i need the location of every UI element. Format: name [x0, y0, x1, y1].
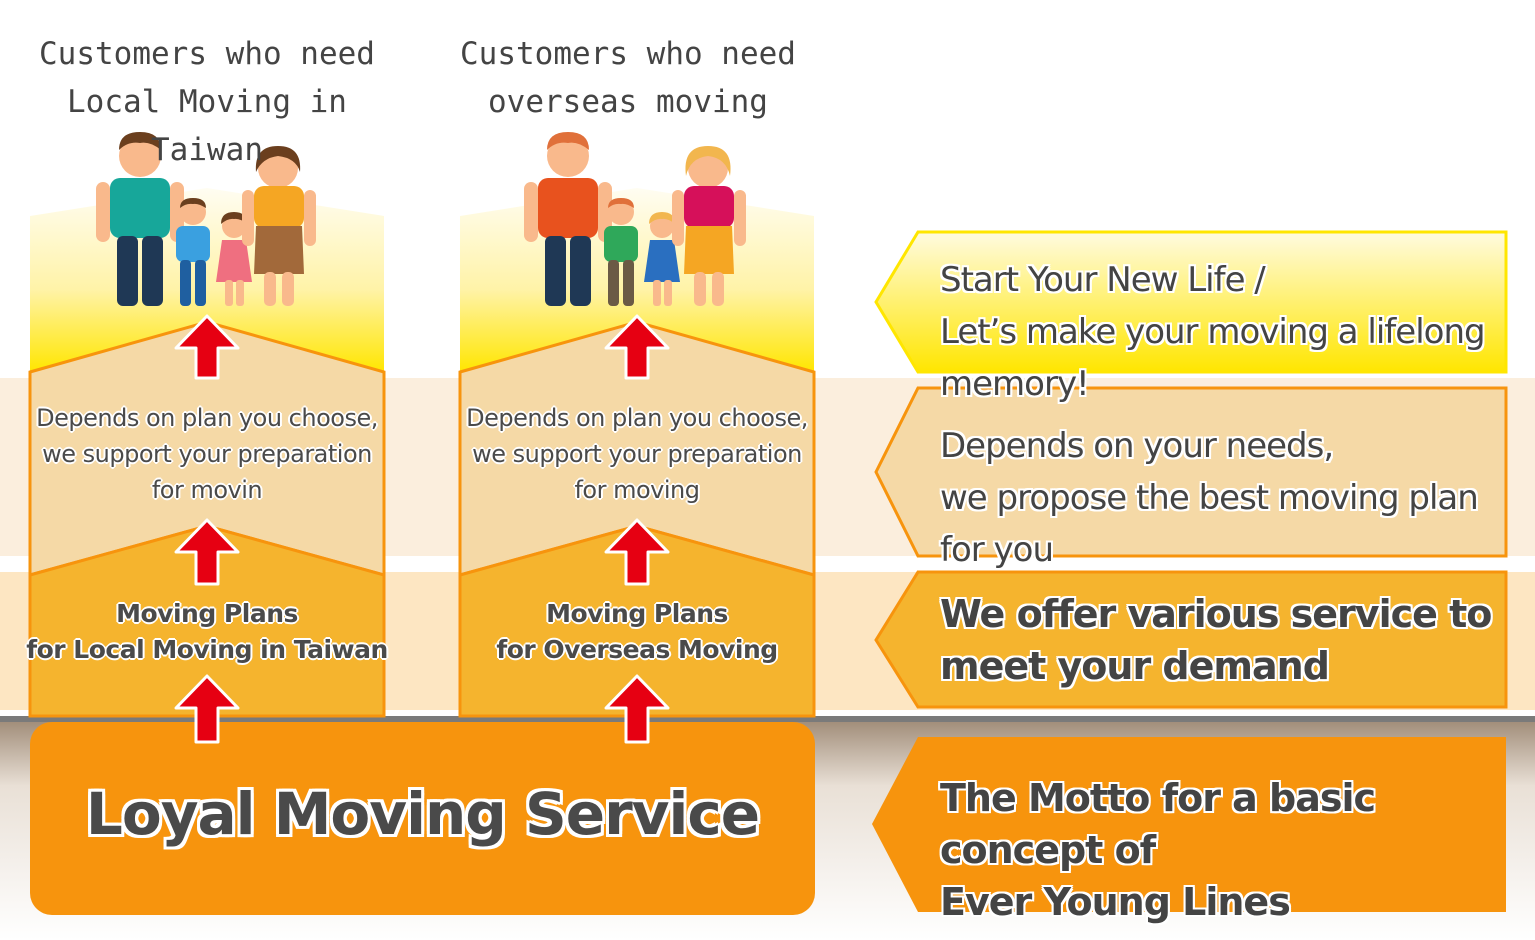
up-arrow-icon — [604, 518, 670, 586]
text-line: for Local Moving in Taiwan — [26, 635, 388, 664]
column-overseas — [458, 188, 816, 718]
title-line: Customers who need — [460, 36, 796, 72]
support-text-overseas: Depends on plan you choose, we support y… — [447, 400, 827, 508]
banner-level-3 — [874, 570, 1508, 709]
text-line: for movin — [151, 476, 263, 504]
up-arrow-icon — [174, 674, 240, 744]
up-arrow-icon — [174, 314, 240, 380]
base-label: Loyal Moving Service — [85, 780, 760, 848]
text-line: we support your preparation — [472, 440, 802, 468]
banner-level-4 — [872, 737, 1506, 912]
column-title-overseas: Customers who need overseas moving — [438, 30, 818, 126]
text-line: meet your demand — [940, 644, 1330, 688]
level-1-text: Start Your New Life / Let’s make your mo… — [940, 254, 1500, 410]
text-line: Let’s make your moving a lifelong memory… — [940, 312, 1486, 404]
plans-tier — [458, 524, 816, 718]
up-arrow-icon — [604, 314, 670, 380]
text-line: for moving — [574, 476, 700, 504]
up-arrow-icon — [604, 674, 670, 744]
plans-tier — [28, 524, 386, 718]
level-4-text: The Motto for a basic concept of Ever Yo… — [940, 772, 1500, 928]
up-arrow-icon — [174, 518, 240, 586]
plans-text-overseas: Moving Plans for Overseas Moving — [447, 596, 827, 668]
text-line: we propose the best moving plan for you — [940, 478, 1479, 570]
family-icon — [524, 132, 746, 306]
ground-line — [0, 716, 1535, 722]
column-title-local: Customers who need Local Moving in Taiwa… — [17, 30, 397, 174]
title-line: Local Moving in Taiwan — [67, 84, 347, 168]
text-line: we support your preparation — [42, 440, 372, 468]
text-line: The Motto for a basic concept of — [940, 776, 1376, 872]
banner-level-1 — [874, 230, 1508, 374]
banner-level-2 — [874, 386, 1508, 558]
text-line: Ever Young Lines — [940, 880, 1291, 924]
text-line: Start Your New Life / — [940, 260, 1266, 300]
text-line: Moving Plans — [116, 599, 298, 628]
text-line: Depends on plan you choose, — [36, 404, 378, 432]
text-line: Depends on your needs, — [940, 426, 1334, 466]
support-text-local: Depends on plan you choose, we support y… — [17, 400, 397, 508]
text-line: for Overseas Moving — [496, 635, 778, 664]
level-2-text: Depends on your needs, we propose the be… — [940, 420, 1500, 576]
family-icon — [96, 132, 316, 306]
title-line: overseas moving — [488, 84, 768, 120]
level-3-text: We offer various service to meet your de… — [940, 588, 1500, 692]
base-block — [30, 722, 815, 915]
title-line: Customers who need — [39, 36, 375, 72]
text-line: Depends on plan you choose, — [466, 404, 808, 432]
plans-text-local: Moving Plans for Local Moving in Taiwan — [17, 596, 397, 668]
text-line: Moving Plans — [546, 599, 728, 628]
text-line: We offer various service to — [940, 592, 1492, 636]
